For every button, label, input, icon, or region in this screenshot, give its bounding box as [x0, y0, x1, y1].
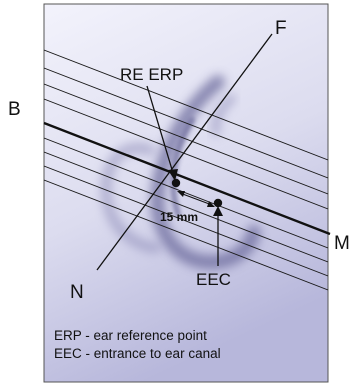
label-f: F	[275, 18, 287, 39]
erp-point	[171, 178, 181, 188]
label-re-erp: RE ERP	[120, 65, 183, 84]
legend-erp: ERP - ear reference point	[54, 328, 207, 343]
label-b: B	[8, 99, 21, 120]
label-m: M	[334, 233, 350, 254]
label-distance: 15 mm	[160, 210, 198, 224]
eec-point	[213, 198, 223, 208]
label-n: N	[70, 282, 84, 303]
legend-eec: EEC - entrance to ear canal	[54, 346, 221, 361]
line-n-f	[96, 33, 273, 271]
distance-arrow	[177, 191, 215, 207]
eec-arrow	[213, 206, 223, 266]
erp-arrow	[146, 85, 178, 181]
label-eec: EEC	[196, 270, 231, 289]
parallel-reference-lines	[44, 49, 328, 291]
line-b-m	[43, 121, 331, 236]
